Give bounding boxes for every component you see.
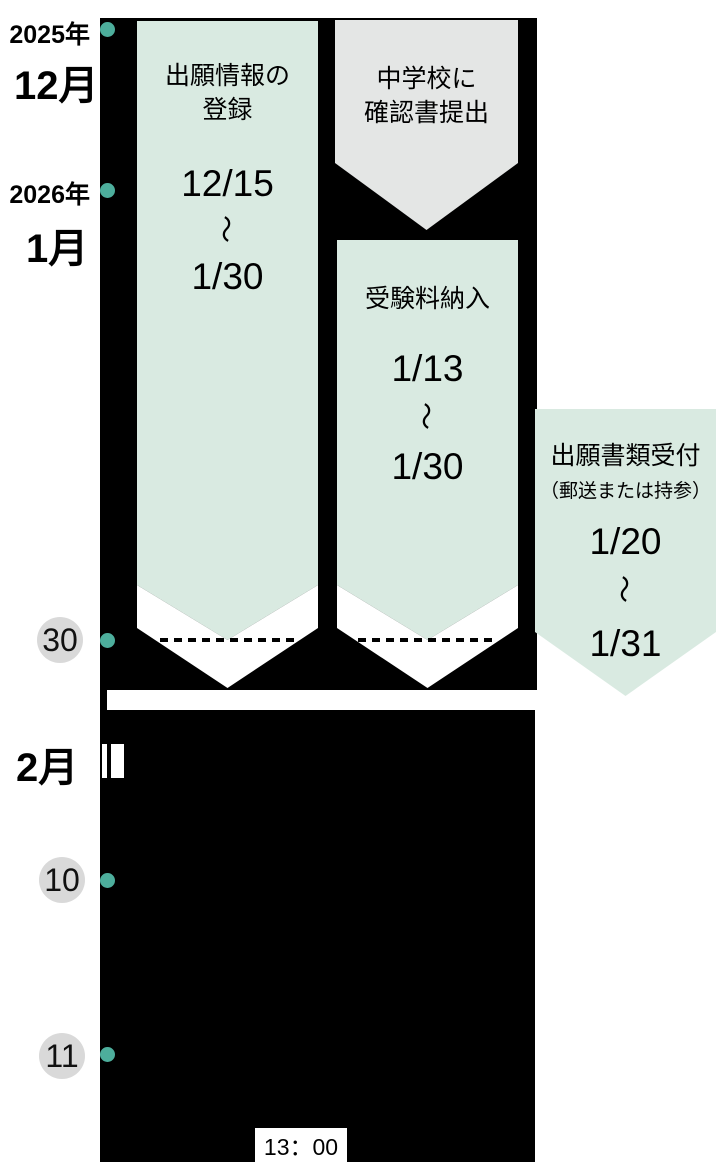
ribbon-fee-payment: 受験料納入 1/13 〜 1/30 [337, 240, 518, 640]
ribbon-application-registration-title: 出願情報の 登録 [137, 59, 318, 127]
month-label-january: 1月 [26, 227, 89, 271]
timeline-dot-january-icon [100, 183, 115, 198]
month-label-december: 12月 [14, 64, 99, 108]
fee-start-date: 1/13 [391, 348, 464, 389]
fee-end-date: 1/30 [391, 446, 464, 487]
ribbon-application-registration: 出願情報の 登録 12/15 〜 1/30 [137, 21, 318, 640]
month-label-february: 2月 [16, 746, 79, 790]
timeline-break-mark-line [107, 744, 111, 778]
timeline-dot-jan30-icon [100, 633, 115, 648]
tilde-icon: 〜 [410, 401, 442, 431]
ribbon-documents-note: （郵送または持参） [539, 481, 711, 502]
day-circle-10: 10 [39, 857, 85, 903]
documents-start-date: 1/20 [589, 521, 662, 562]
timeline-break-tick [100, 690, 107, 710]
tilde-icon: 〜 [608, 574, 640, 604]
tilde-icon: 〜 [210, 214, 242, 244]
title-line-2: 確認書提出 [363, 99, 489, 127]
ribbon-documents-acceptance: 出願書類受付 （郵送または持参） 1/20 〜 1/31 [535, 409, 716, 696]
day-circle-11: 11 [39, 1033, 85, 1079]
ribbon-confirmation-title: 中学校に 確認書提出 [335, 62, 518, 130]
timeline-dot-feb10-icon [100, 873, 115, 888]
documents-end-date: 1/31 [589, 623, 662, 664]
timeline-lower-black-block [100, 710, 535, 1162]
timeline-break-mark [102, 744, 124, 778]
ribbon-fee-title: 受験料納入 [364, 285, 490, 313]
year-label-2025: 2025年 [9, 21, 90, 49]
day-circle-30: 30 [37, 617, 83, 663]
ribbon-documents-title: 出願書類受付 [550, 442, 701, 470]
title-line-1: 出願情報の [164, 62, 290, 90]
registration-start-date: 12/15 [181, 163, 274, 204]
title-line-1: 中学校に [376, 65, 477, 93]
timeline-dot-feb11-icon [100, 1047, 115, 1062]
timeline-dot-december-icon [100, 22, 115, 37]
deadline-dashed-line-fee [358, 638, 492, 642]
year-label-2026: 2026年 [9, 181, 90, 209]
exam-time-label: 13：00 [255, 1128, 347, 1162]
deadline-dashed-line-registration [160, 638, 297, 642]
title-line-2: 登録 [202, 96, 253, 124]
registration-end-date: 1/30 [191, 256, 264, 297]
